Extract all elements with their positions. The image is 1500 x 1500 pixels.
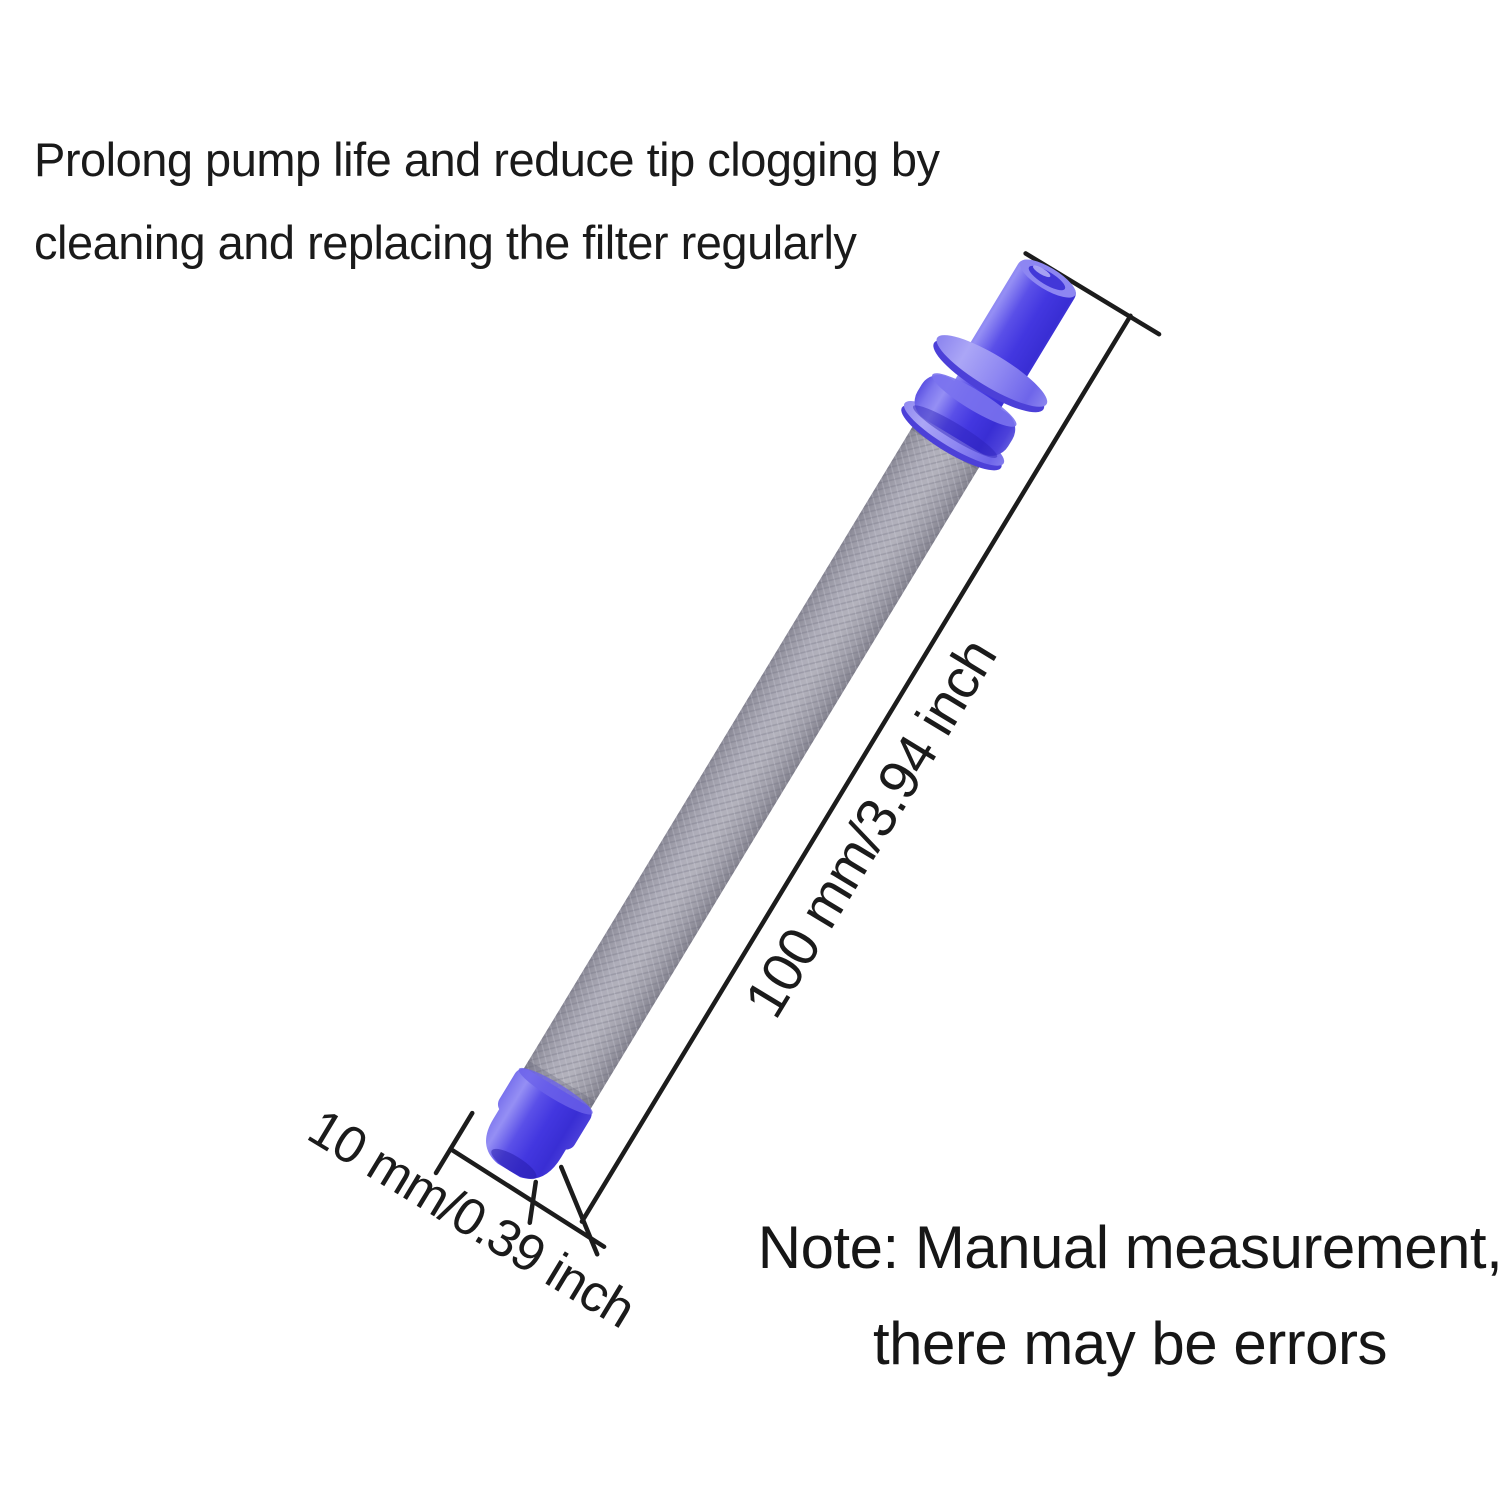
- filter-stem: [967, 259, 1076, 385]
- header-caption: Prolong pump life and reduce tip cloggin…: [34, 118, 940, 284]
- filter-washer-top: [933, 335, 1048, 413]
- header-caption-line2: cleaning and replacing the filter regula…: [34, 216, 857, 269]
- header-caption-line1: Prolong pump life and reduce tip cloggin…: [34, 133, 940, 186]
- width-tick-right: [527, 1179, 539, 1226]
- width-dimension-label: 10 mm/0.39 inch: [298, 1098, 644, 1339]
- length-dimension-line: [579, 313, 1133, 1224]
- width-dimension-line: [448, 1146, 607, 1249]
- note-caption: Note: Manual measurement, there may be e…: [740, 1200, 1500, 1392]
- filter-product: [486, 259, 1076, 1180]
- width-extension-line-left: [433, 1110, 475, 1176]
- note-caption-line1: Note: Manual measurement,: [757, 1214, 1500, 1281]
- filter-bottom-cap: [486, 1067, 593, 1180]
- filter-ring: [912, 373, 1017, 458]
- note-caption-line2: there may be errors: [872, 1310, 1388, 1377]
